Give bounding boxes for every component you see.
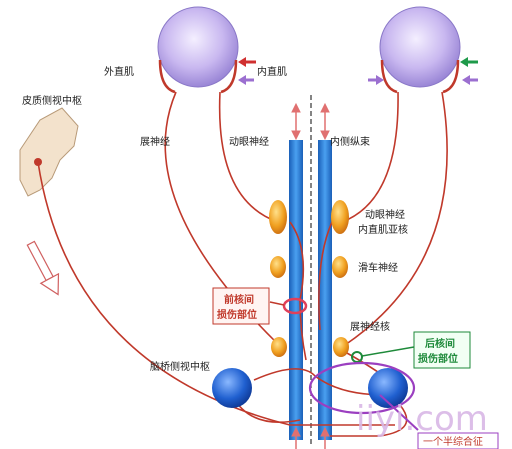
callout-anterior-line2: 损伤部位 — [217, 308, 257, 321]
one-and-a-half-lesion-ellipse — [308, 361, 416, 415]
posterior-internuclear-lesion-ring — [351, 351, 363, 363]
syndrome-tag-text: 一个半综合征 — [423, 435, 483, 448]
label-pontine-gaze-center: 脑桥侧视中枢 — [150, 360, 210, 373]
left-trochlear-nucleus — [270, 256, 286, 278]
syndrome-tag-box — [417, 432, 499, 449]
purple-arrow-icon — [376, 75, 384, 85]
left-eye — [157, 6, 239, 94]
nuclei — [269, 200, 349, 357]
label-cortical-center: 皮质侧视中枢 — [22, 94, 82, 107]
left-mlf-column — [289, 140, 303, 440]
label-medial-rectus-subnucleus: 内直肌亚核 — [358, 223, 408, 236]
eye-arrows — [238, 57, 478, 85]
anterior-internuclear-lesion-ring — [282, 297, 308, 315]
callout-posterior-line1: 后核间 — [425, 337, 455, 350]
left-oculomotor-nucleus — [269, 200, 287, 234]
callout-anterior-line1: 前核间 — [224, 293, 254, 306]
posterior-internuclear-callout: 后核间 损伤部位 — [413, 331, 471, 369]
label-abducens-nucleus: 展神经核 — [350, 320, 390, 333]
anterior-internuclear-callout: 前核间 损伤部位 — [212, 287, 270, 325]
right-trochlear-nucleus — [332, 256, 348, 278]
left-abducens-nucleus — [271, 337, 287, 357]
purple-arrow-icon — [462, 75, 470, 85]
label-lateral-rectus: 外直肌 — [104, 65, 134, 78]
label-oculomotor-nucleus: 动眼神经 — [365, 208, 405, 221]
label-mlf: 内侧纵束 — [330, 135, 370, 148]
vertical-arrows — [291, 102, 330, 449]
red-arrow-icon — [238, 57, 246, 67]
descending-arrow-icon — [26, 240, 60, 296]
green-arrow-icon — [460, 57, 468, 67]
label-trochlear-nerve: 滑车神经 — [358, 261, 398, 274]
right-mlf-column — [318, 140, 332, 440]
label-oculomotor-nerve: 动眼神经 — [229, 135, 269, 148]
label-medial-rectus: 内直肌 — [257, 65, 287, 78]
callout-posterior-line2: 损伤部位 — [418, 352, 458, 365]
right-abducens-nucleus — [333, 337, 349, 357]
cortex-shape — [19, 107, 79, 197]
label-abducens-nerve: 展神经 — [140, 135, 170, 148]
right-eye — [379, 6, 461, 94]
right-pontine-gaze-center — [368, 368, 408, 408]
purple-arrow-icon — [238, 75, 246, 85]
left-pontine-gaze-center — [212, 368, 252, 408]
right-oculomotor-nucleus — [331, 200, 349, 234]
watermark-text: iiyi.com — [356, 399, 488, 439]
